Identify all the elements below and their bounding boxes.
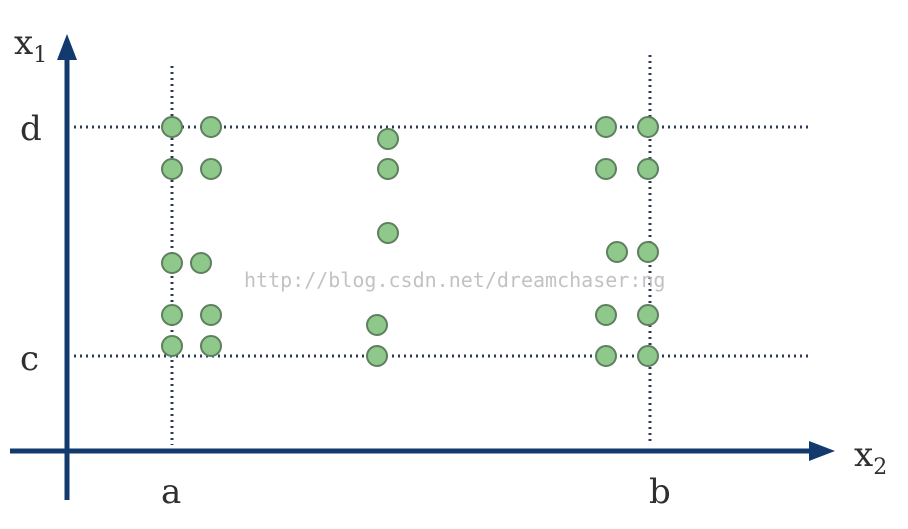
horizontal-axis-label: x2 bbox=[854, 435, 887, 480]
data-point bbox=[200, 158, 222, 180]
data-point bbox=[200, 335, 222, 357]
data-point bbox=[595, 158, 617, 180]
data-point bbox=[637, 345, 659, 367]
vertical-axis-arrow-icon bbox=[57, 34, 77, 60]
data-point bbox=[190, 252, 212, 274]
data-point bbox=[595, 345, 617, 367]
tick-label-a: a bbox=[161, 472, 181, 512]
data-point bbox=[366, 345, 388, 367]
tick-label-d: d bbox=[20, 109, 42, 149]
tick-label-c: c bbox=[20, 339, 39, 379]
data-point bbox=[637, 158, 659, 180]
data-point bbox=[595, 304, 617, 326]
tick-label-b: b bbox=[649, 472, 671, 512]
data-point bbox=[595, 116, 617, 138]
data-point bbox=[377, 128, 399, 150]
data-point bbox=[377, 158, 399, 180]
data-point bbox=[161, 158, 183, 180]
vertical-axis-label: x1 bbox=[14, 23, 47, 68]
horizontal-axis-arrow-icon bbox=[809, 441, 835, 461]
data-point bbox=[637, 116, 659, 138]
data-point bbox=[161, 252, 183, 274]
data-point bbox=[606, 241, 628, 263]
data-point bbox=[200, 116, 222, 138]
data-point bbox=[637, 304, 659, 326]
data-point bbox=[366, 314, 388, 336]
data-point bbox=[161, 304, 183, 326]
data-point bbox=[637, 241, 659, 263]
data-point bbox=[377, 222, 399, 244]
data-point bbox=[200, 304, 222, 326]
data-point bbox=[161, 335, 183, 357]
watermark-text: http://blog.csdn.net/dreamchaser:ng bbox=[244, 268, 665, 292]
data-point bbox=[161, 116, 183, 138]
